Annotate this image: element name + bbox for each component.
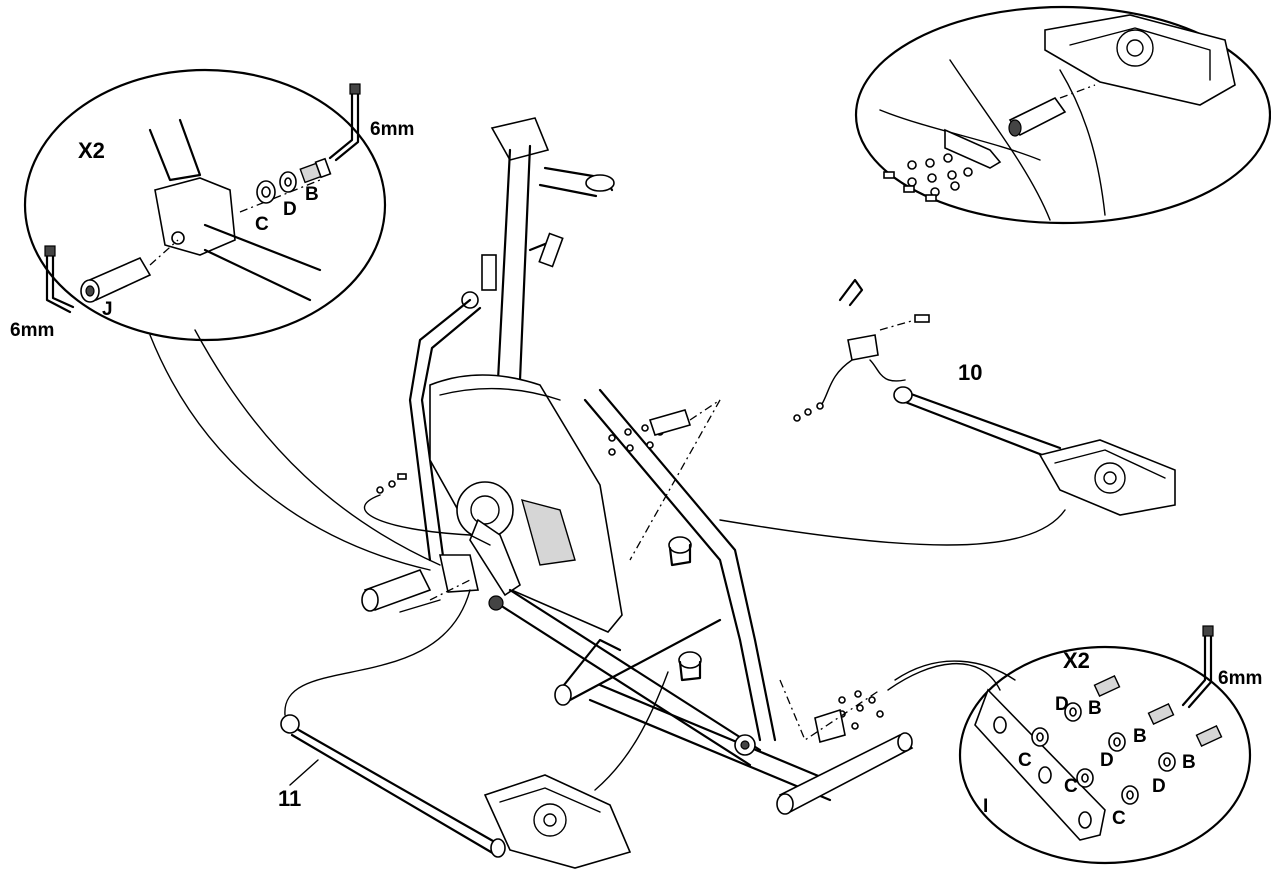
part-label-d: D xyxy=(1055,694,1069,715)
pedal-arm-10: 10 xyxy=(719,278,1176,546)
multiplier-label: X2 xyxy=(78,138,105,163)
hardware-set-icon xyxy=(883,153,973,202)
exercise-bike xyxy=(361,117,914,815)
callout-bottom-right: X2 6mm B B B D D D C C C I xyxy=(887,625,1262,865)
bolt-b-icon xyxy=(299,157,332,184)
tool-size-label: 6mm xyxy=(10,320,54,341)
part-number-11: 11 xyxy=(278,786,301,811)
plate-i-icon xyxy=(974,688,1106,841)
allen-key-icon xyxy=(328,83,361,162)
part-label-d: D xyxy=(283,199,297,220)
callout-top-right xyxy=(854,5,1271,225)
pedal-arm-11: 11 xyxy=(278,589,669,869)
part-label-c: C xyxy=(1064,776,1078,797)
allen-key-left-icon xyxy=(44,245,75,314)
callout-top-left: X2 6mm 6mm C D B J xyxy=(10,68,441,571)
part-label-c: C xyxy=(1018,750,1032,771)
part-label-c: C xyxy=(255,214,269,235)
part-label-j: J xyxy=(102,299,113,320)
multiplier-label: X2 xyxy=(1063,648,1090,673)
bolt-b-icon xyxy=(1093,674,1223,748)
part-label-d: D xyxy=(1152,776,1166,797)
console-mount xyxy=(490,117,550,161)
part-label-d: D xyxy=(1100,750,1114,771)
part-label-b: B xyxy=(305,184,319,205)
allen-key-icon xyxy=(1181,625,1214,709)
tool-size-label: 6mm xyxy=(370,119,414,140)
part-label-c: C xyxy=(1112,808,1126,829)
part-label-b: B xyxy=(1182,752,1196,773)
tool-size-label: 6mm xyxy=(1218,668,1262,689)
part-number-10: 10 xyxy=(958,360,982,385)
rear-stabilizer xyxy=(778,734,914,814)
pin-j-icon xyxy=(80,256,152,303)
part-label-b: B xyxy=(1133,726,1147,747)
rear-screws-icon xyxy=(838,690,884,730)
part-label-b: B xyxy=(1088,698,1102,719)
part-label-i: I xyxy=(983,796,988,817)
